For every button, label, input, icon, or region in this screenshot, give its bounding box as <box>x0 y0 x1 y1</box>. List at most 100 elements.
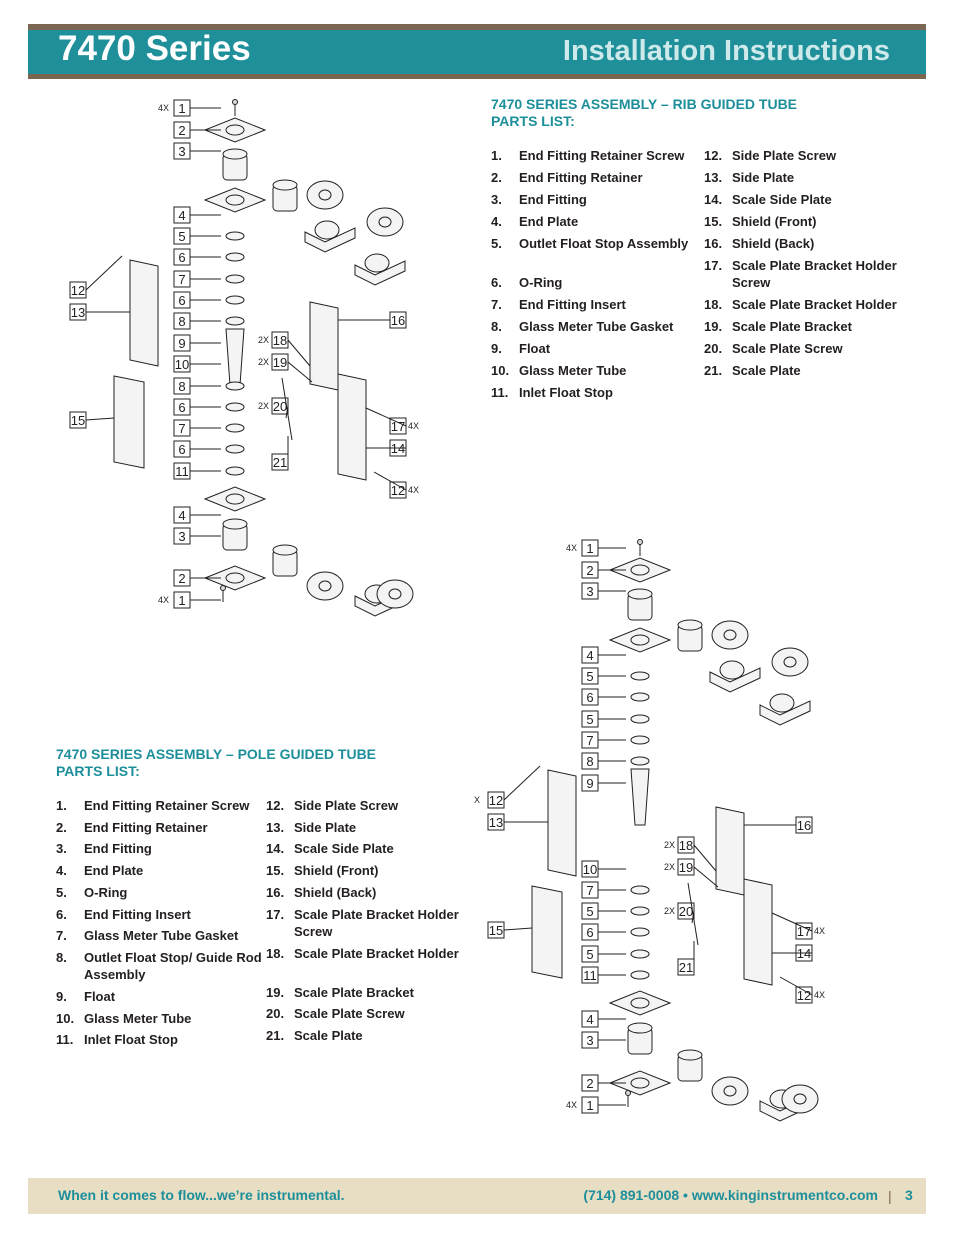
quantity-label: 4X <box>566 1100 577 1110</box>
part-name: Float <box>84 988 116 1004</box>
quantity-label: 2X <box>258 401 269 411</box>
pole-guided-tube-exploded-diagram: 12345657891075651143214X4X12X131516182X1… <box>474 539 825 1122</box>
document-title: Installation Instructions <box>562 35 890 67</box>
part-number: 6. <box>56 906 67 922</box>
bracket <box>354 260 406 286</box>
o-ring <box>630 692 650 702</box>
callout-label: 17 <box>797 924 811 939</box>
flange-hole <box>723 1085 737 1097</box>
footer-separator: | <box>888 1188 892 1204</box>
callout-label: 8 <box>178 314 185 329</box>
part-name: Scale Plate Bracket <box>294 984 414 1000</box>
o-ring <box>630 756 650 766</box>
bracket-fitting <box>769 693 795 713</box>
o-ring <box>225 444 245 454</box>
pole-section-title-line2: PARTS LIST: <box>56 763 140 779</box>
part-number: 9. <box>56 988 67 1004</box>
callout-label: 5 <box>178 229 185 244</box>
part-number: 16. <box>266 884 285 900</box>
part-number: 17. <box>266 906 285 922</box>
glass-meter-tube <box>225 328 245 386</box>
callout-label: 10 <box>583 862 597 877</box>
part-name: Side Plate <box>732 170 795 185</box>
part-name: Glass Meter Tube Gasket <box>84 928 239 944</box>
series-title: 7470 Series <box>58 29 251 68</box>
quantity-label: 4X <box>408 485 419 495</box>
callout-label: 12 <box>797 988 811 1003</box>
callout-label: 7 <box>586 883 593 898</box>
flange-hole <box>723 629 737 641</box>
o-ring <box>630 714 650 724</box>
part-name: Scale Plate Bracket Holder Screw <box>732 258 897 290</box>
o-ring <box>225 252 245 262</box>
quantity-label: 4X <box>814 990 825 1000</box>
header-top-rule <box>28 24 926 30</box>
part-number: 16. <box>704 236 723 251</box>
callout-label: 12 <box>71 283 85 298</box>
part-name: Glass Meter Tube <box>519 363 627 378</box>
callout-label: 15 <box>489 923 503 938</box>
callout-label: 20 <box>273 399 287 414</box>
callout-label: 1 <box>178 101 185 116</box>
quantity-label: 4X <box>566 543 577 553</box>
part-name: Side Plate Screw <box>732 148 837 163</box>
callout-label: 9 <box>178 336 185 351</box>
part-name: Scale Side Plate <box>294 841 394 857</box>
part-name: End Fitting Retainer <box>84 819 208 835</box>
pole-section-title: 7470 SERIES ASSEMBLY – POLE GUIDED TUBE … <box>56 746 376 780</box>
flange-hole <box>793 1093 807 1105</box>
end-fitting-top <box>272 544 298 556</box>
part-number: 7. <box>491 297 502 312</box>
part-name: Scale Plate <box>732 363 801 378</box>
scale-side-plate <box>743 878 773 986</box>
footer-tagline: When it comes to flow...we’re instrument… <box>58 1187 345 1203</box>
part-number: 9. <box>491 341 502 356</box>
plate-hole <box>630 1077 650 1089</box>
part-number: 5. <box>491 236 502 251</box>
part-name: End Plate <box>519 214 579 229</box>
callout-label: 1 <box>586 1098 593 1113</box>
callout-label: 11 <box>583 968 597 983</box>
part-name: O-Ring <box>519 275 563 290</box>
part-name: Float <box>519 341 551 356</box>
callout-label: 3 <box>178 144 185 159</box>
callout-label: 5 <box>586 712 593 727</box>
plate-hole <box>225 194 245 206</box>
quantity-label: 2X <box>664 840 675 850</box>
pole-section-title-line1: 7470 SERIES ASSEMBLY – POLE GUIDED TUBE <box>56 746 377 762</box>
callout-label: 7 <box>178 421 185 436</box>
part-number: 21. <box>704 363 723 378</box>
leader-line <box>85 417 115 421</box>
leader-line <box>365 407 407 427</box>
scale-side-plate <box>337 373 367 481</box>
part-number: 2. <box>491 170 502 185</box>
screw-head <box>232 99 238 105</box>
callout-label: 4 <box>586 648 593 663</box>
leader-line <box>373 471 407 491</box>
flange-hole <box>378 216 392 228</box>
callout-label: 1 <box>178 593 185 608</box>
part-number: 19. <box>704 319 723 334</box>
header-bottom-rule <box>28 74 926 79</box>
part-name: Inlet Float Stop <box>84 1032 178 1048</box>
rib-section-title: 7470 SERIES ASSEMBLY – RIB GUIDED TUBE P… <box>491 96 797 130</box>
callout-label: 17 <box>391 419 405 434</box>
flange-hole <box>783 656 797 668</box>
callout-label: 3 <box>586 584 593 599</box>
quantity-label: 4X <box>158 595 169 605</box>
part-name: Side Plate <box>294 819 357 835</box>
part-name: Side Plate Screw <box>294 798 399 813</box>
callout-label: 6 <box>586 690 593 705</box>
rib-section-title-line2: PARTS LIST: <box>491 113 575 129</box>
part-name: Shield (Back) <box>732 236 815 251</box>
part-name: Glass Meter Tube <box>84 1010 192 1026</box>
leader-line <box>287 361 313 383</box>
part-number: 15. <box>266 863 285 879</box>
plate-hole <box>630 564 650 576</box>
footer-band <box>28 1178 926 1214</box>
part-name: Scale Plate Bracket Holder <box>294 945 459 961</box>
leader-line <box>779 976 813 996</box>
o-ring <box>630 927 650 937</box>
part-name: End Fitting Retainer Screw <box>519 148 685 163</box>
callout-label: 7 <box>178 272 185 287</box>
